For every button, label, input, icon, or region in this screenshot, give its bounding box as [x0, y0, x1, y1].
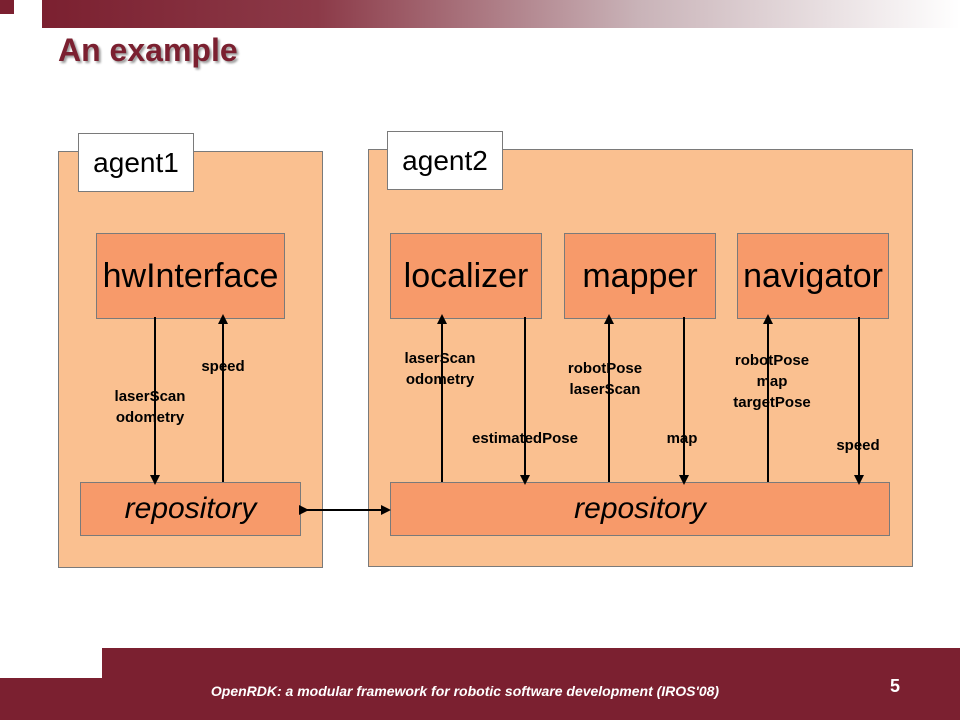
navigator-input-label: robotPose map targetPose [718, 350, 826, 413]
hwinterface-module: hwInterface [96, 233, 285, 319]
label-map: map [666, 430, 698, 447]
header-gradient-band [42, 0, 960, 28]
corner-mark [0, 0, 14, 14]
label-robotpose: robotPose [734, 352, 810, 369]
label-robotpose: robotPose [567, 360, 643, 377]
agent1-repository: repository [80, 482, 301, 536]
agent2-tab: agent2 [387, 131, 503, 190]
localizer-input-label: laserScan odometry [390, 348, 490, 390]
label-laserscan: laserScan [404, 350, 476, 367]
localizer-module: localizer [390, 233, 542, 319]
label-laserscan: laserScan [569, 381, 641, 398]
agent2-repository: repository [390, 482, 890, 536]
footer-notch [0, 648, 102, 678]
label-odometry: odometry [115, 409, 185, 426]
footer-text: OpenRDK: a modular framework for robotic… [210, 683, 720, 699]
navigator-module: navigator [737, 233, 889, 319]
navigator-output-label: speed [826, 435, 890, 456]
mapper-output-label: map [654, 428, 710, 449]
label-speed: speed [836, 437, 880, 454]
footer-band [0, 648, 960, 720]
agent1-down-label: laserScan odometry [100, 386, 200, 428]
mapper-module: mapper [564, 233, 716, 319]
label-laserscan: laserScan [114, 388, 186, 405]
mapper-input-label: robotPose laserScan [552, 358, 658, 400]
agent1-tab: agent1 [78, 133, 194, 192]
slide-title: An example [58, 32, 238, 68]
label-map: map [756, 373, 788, 390]
label-odometry: odometry [405, 371, 475, 388]
page-number: 5 [889, 676, 900, 696]
label-targetpose: targetPose [733, 394, 811, 411]
